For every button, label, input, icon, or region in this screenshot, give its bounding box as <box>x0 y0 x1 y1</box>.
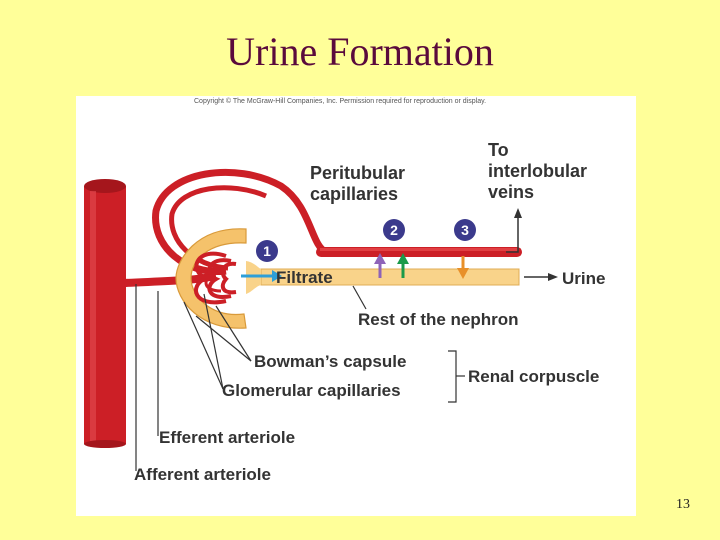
label-peritubular-line2: capillaries <box>310 184 398 204</box>
label-rest-of-nephron: Rest of the nephron <box>358 310 519 329</box>
nephron-diagram: Copyright © The McGraw-Hill Companies, I… <box>76 96 636 516</box>
step-3-badge: 3 <box>454 219 476 241</box>
svg-text:3: 3 <box>461 222 469 238</box>
label-to-line2: interlobular <box>488 161 587 181</box>
svg-text:2: 2 <box>390 222 398 238</box>
slide-title: Urine Formation <box>0 28 720 75</box>
label-efferent-arteriole: Efferent arteriole <box>159 428 295 447</box>
label-glomerular-capillaries: Glomerular capillaries <box>222 381 401 400</box>
label-renal-corpuscle: Renal corpuscle <box>468 367 599 386</box>
to-veins-arrow <box>506 208 522 252</box>
copyright-notice: Copyright © The McGraw-Hill Companies, I… <box>194 97 486 105</box>
label-bowmans-capsule: Bowman’s capsule <box>254 352 406 371</box>
step-1-badge: 1 <box>256 240 278 262</box>
label-afferent-arteriole: Afferent arteriole <box>134 465 271 484</box>
label-peritubular-line1: Peritubular <box>310 163 405 183</box>
svg-text:1: 1 <box>263 243 271 259</box>
peritubular-capillary-vessel <box>316 247 522 257</box>
label-to-line1: To <box>488 140 509 160</box>
urine-arrow <box>524 273 558 281</box>
label-to-line3: veins <box>488 182 534 202</box>
step-2-badge: 2 <box>383 219 405 241</box>
renal-artery <box>84 179 126 448</box>
label-urine: Urine <box>562 269 605 288</box>
page-number: 13 <box>676 497 690 513</box>
urine-formation-figure: Copyright © The McGraw-Hill Companies, I… <box>76 96 636 516</box>
label-filtrate: Filtrate <box>276 268 333 287</box>
